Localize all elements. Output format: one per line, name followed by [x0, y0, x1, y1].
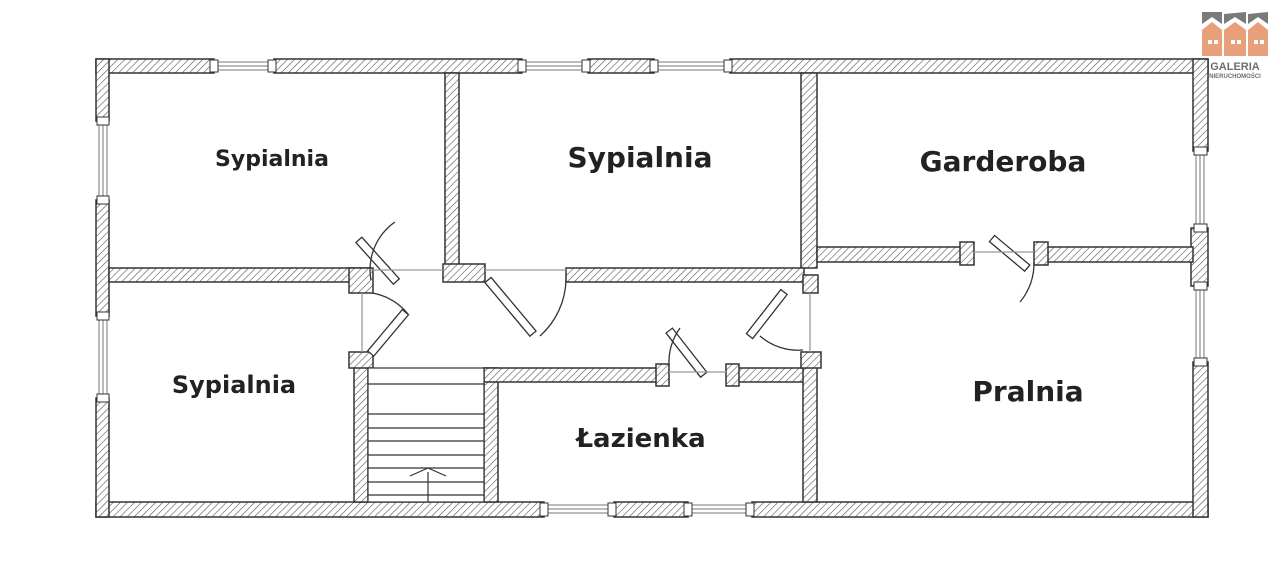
wall-int-v3: [353, 354, 369, 503]
room-label-laundry: Pralnia: [972, 375, 1083, 408]
room-label-wardrobe: Garderoba: [920, 145, 1087, 178]
room-label-bathroom: Łazienka: [574, 424, 705, 454]
wall-int-stub5: [959, 241, 975, 266]
wall-bottom-3: [751, 501, 1209, 518]
wall-top-1: [95, 58, 215, 74]
wall-bottom-1: [95, 501, 545, 518]
wall-left-1: [95, 58, 110, 122]
door-wardrobe: [974, 234, 1035, 303]
wall-int-h1: [108, 267, 372, 283]
stairs-outline: [367, 367, 485, 503]
wall-int-stub7: [655, 363, 670, 387]
logo-text-line1: GALERIA: [1210, 61, 1260, 73]
wall-int-v4: [483, 367, 499, 503]
outer-walls: [95, 58, 1209, 518]
stairs-arrow-icon: [409, 467, 447, 502]
room-label-bedroom-bottom-left: Sypialnia: [172, 371, 296, 399]
logo-text-line2: NIERUCHOMOŚCI: [1209, 73, 1261, 80]
room-labels: Sypialnia Sypialnia Garderoba Sypialnia …: [172, 141, 1086, 454]
wall-bottom-2: [613, 501, 689, 518]
wall-int-v2: [800, 72, 818, 269]
wall-int-stub3: [348, 351, 374, 369]
wall-top-4: [729, 58, 1209, 74]
wall-int-stub9: [800, 351, 822, 369]
wall-int-stub2: [348, 267, 374, 294]
wall-int-h4: [1039, 246, 1194, 263]
window-right-2: [1193, 281, 1208, 367]
wall-right-1: [1192, 58, 1209, 152]
wall-int-h5: [483, 367, 667, 383]
window-bottom-1: [539, 502, 617, 517]
company-logo: GALERIA NIERUCHOMOŚCI: [1202, 12, 1268, 80]
wall-right-3: [1192, 361, 1209, 518]
window-left-1: [96, 116, 110, 205]
window-bottom-2: [683, 502, 755, 517]
door-laundry: [745, 288, 811, 352]
window-top-2: [517, 59, 591, 73]
window-left-2: [96, 311, 110, 403]
door-bedroom-top-center: [484, 269, 567, 338]
window-top-1: [209, 59, 277, 73]
wall-int-stub4: [442, 263, 486, 283]
wall-int-h3: [816, 246, 970, 263]
room-label-bedroom-top-center: Sypialnia: [568, 141, 713, 174]
windows: [96, 59, 1208, 517]
wall-left-3: [95, 397, 110, 518]
room-label-bedroom-top-left: Sypialnia: [215, 147, 329, 172]
window-right-1: [1193, 146, 1208, 233]
door-bathroom: [665, 327, 726, 379]
wall-int-h2: [565, 267, 805, 283]
wall-int-v5: [802, 354, 818, 503]
door-bedroom-top-left: [354, 221, 445, 286]
door-bedroom-bottom-left: [361, 292, 410, 358]
wall-int-stub8: [725, 363, 740, 387]
wall-top-3: [587, 58, 655, 74]
interior-walls: [108, 72, 1194, 503]
wall-left-2: [95, 199, 110, 317]
staircase: [367, 367, 485, 503]
window-top-3: [649, 59, 733, 73]
doors: [354, 221, 1035, 379]
wall-int-stub1: [802, 274, 819, 294]
houses-icon: [1202, 12, 1268, 56]
wall-int-stub6: [1033, 241, 1049, 266]
wall-top-2: [273, 58, 523, 74]
wall-int-v1: [444, 72, 460, 279]
